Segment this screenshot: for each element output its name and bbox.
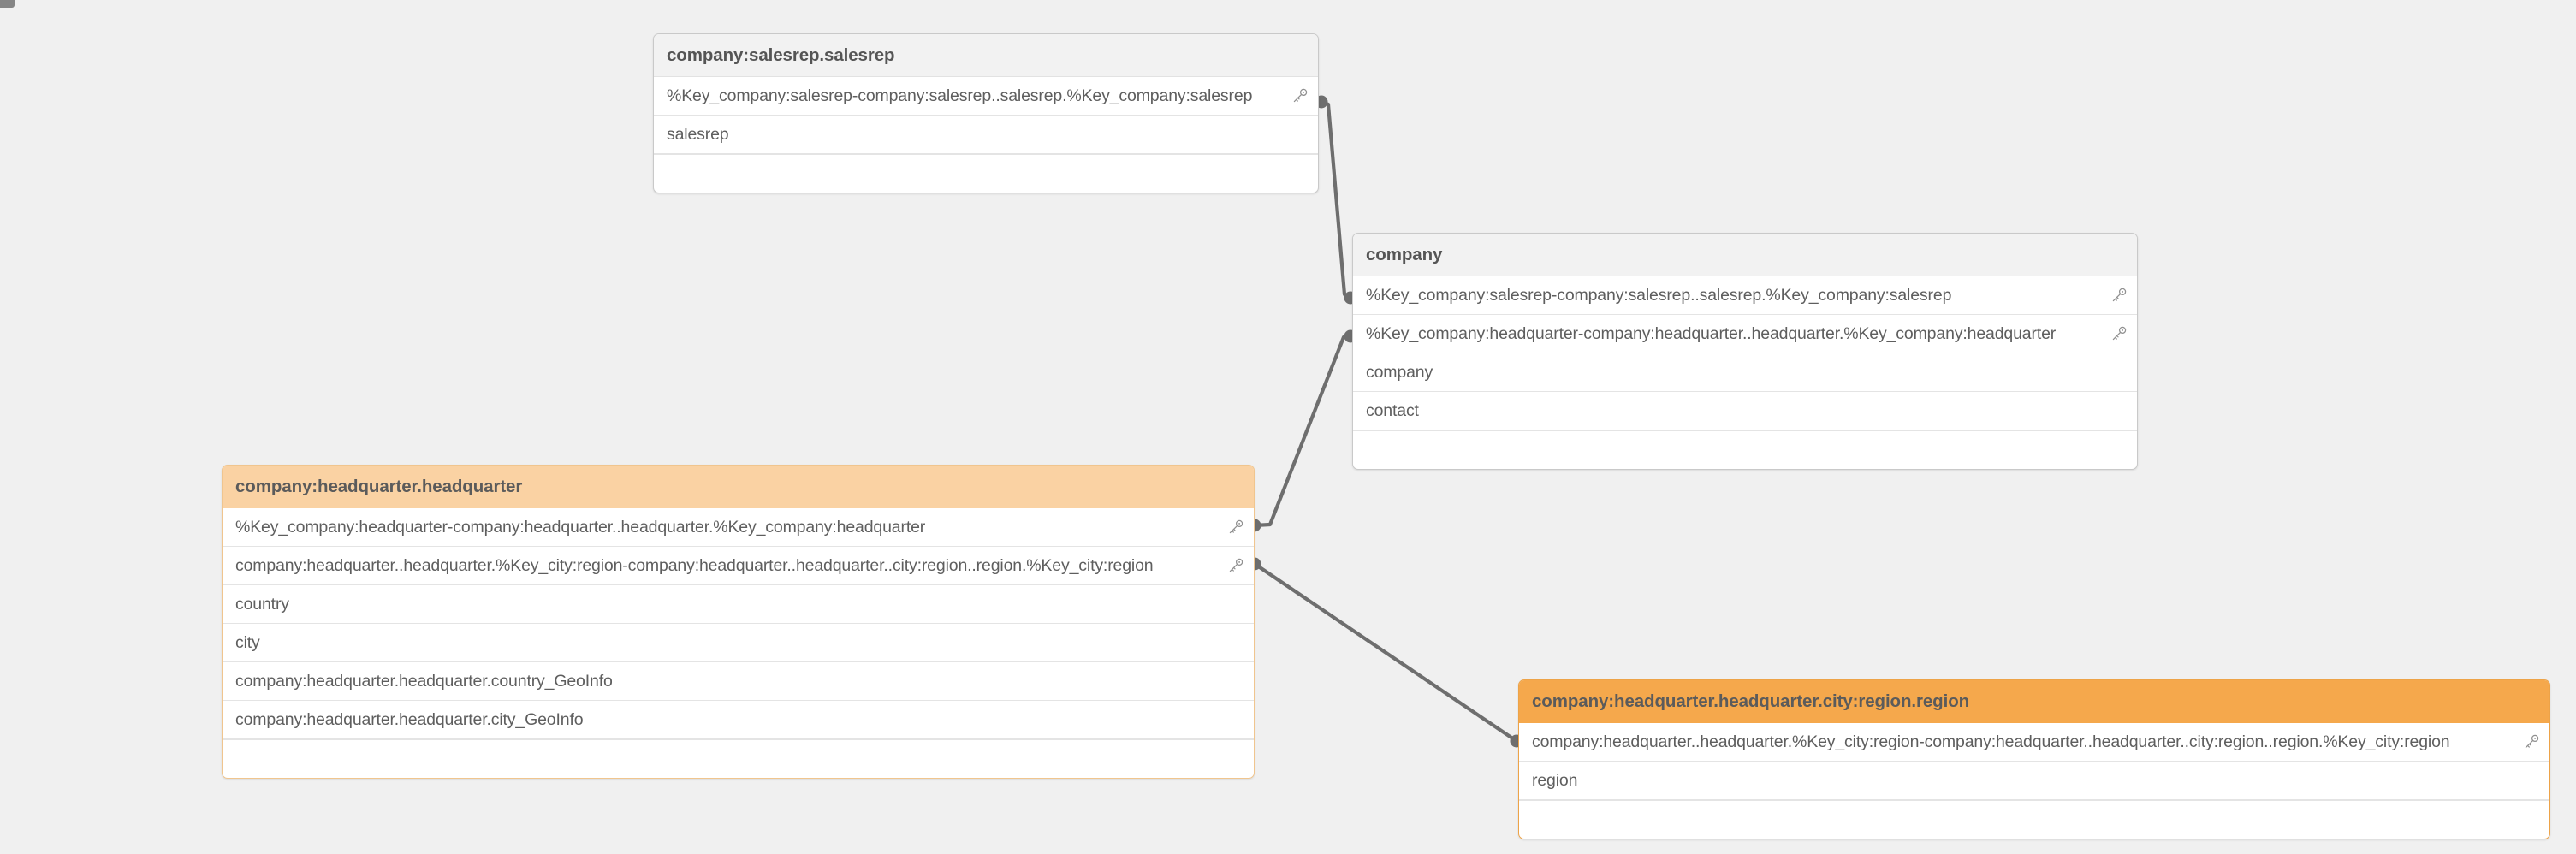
field-row[interactable]: company:headquarter..headquarter.%Key_ci… bbox=[1519, 723, 2549, 762]
connector-headquarter-to-region bbox=[1248, 557, 1523, 748]
field-label: %Key_company:salesrep-company:salesrep..… bbox=[1366, 285, 1952, 305]
field-label: region bbox=[1532, 770, 1578, 790]
field-label: company:headquarter..headquarter.%Key_ci… bbox=[1532, 732, 2450, 751]
row-divider bbox=[1353, 430, 2137, 431]
table-card-headquarter[interactable]: company:headquarter.headquarter %Key_comp… bbox=[222, 465, 1255, 779]
field-label: city bbox=[235, 632, 260, 652]
field-label: country bbox=[235, 594, 289, 614]
field-label: contact bbox=[1366, 400, 1419, 420]
field-label: %Key_company:salesrep-company:salesrep..… bbox=[667, 86, 1253, 105]
field-row[interactable]: contact bbox=[1353, 392, 2137, 430]
field-label: %Key_company:headquarter-company:headqua… bbox=[235, 517, 926, 537]
field-label: company bbox=[1366, 362, 1433, 382]
key-icon bbox=[2110, 325, 2128, 342]
key-icon bbox=[2523, 733, 2540, 750]
table-card-region[interactable]: company:headquarter.headquarter.city:reg… bbox=[1518, 679, 2550, 839]
field-row[interactable]: %Key_company:salesrep-company:salesrep..… bbox=[1353, 276, 2137, 315]
field-row[interactable]: salesrep bbox=[654, 116, 1318, 154]
key-icon bbox=[1227, 519, 1244, 536]
row-divider bbox=[223, 739, 1254, 740]
table-card-salesrep[interactable]: company:salesrep.salesrep %Key_company:sa… bbox=[653, 33, 1319, 193]
field-label: salesrep bbox=[667, 124, 729, 144]
field-row[interactable]: company:headquarter.headquarter.country_… bbox=[223, 662, 1254, 701]
row-divider bbox=[654, 154, 1318, 155]
key-icon bbox=[2110, 287, 2128, 304]
field-label: company:headquarter..headquarter.%Key_ci… bbox=[235, 555, 1154, 575]
field-label: %Key_company:headquarter-company:headqua… bbox=[1366, 323, 2057, 343]
field-row[interactable]: %Key_company:headquarter-company:headqua… bbox=[1353, 315, 2137, 353]
table-empty-row bbox=[654, 155, 1318, 193]
table-card-company[interactable]: company %Key_company:salesrep-company:sal… bbox=[1352, 233, 2138, 470]
table-title-company[interactable]: company bbox=[1353, 234, 2137, 276]
table-title-region[interactable]: company:headquarter.headquarter.city:reg… bbox=[1519, 680, 2549, 723]
table-empty-row bbox=[1519, 801, 2549, 839]
field-row[interactable]: company bbox=[1353, 353, 2137, 392]
field-row[interactable]: %Key_company:headquarter-company:headqua… bbox=[223, 508, 1254, 547]
table-title-headquarter[interactable]: company:headquarter.headquarter bbox=[223, 466, 1254, 508]
field-row[interactable]: company:headquarter.headquarter.city_Geo… bbox=[223, 701, 1254, 739]
key-icon bbox=[1291, 87, 1309, 104]
field-label: company:headquarter.headquarter.country_… bbox=[235, 671, 613, 691]
key-icon bbox=[1227, 557, 1244, 574]
table-title-salesrep[interactable]: company:salesrep.salesrep bbox=[654, 34, 1318, 77]
row-divider bbox=[1519, 800, 2549, 801]
connector-headquarter-to-company bbox=[1248, 329, 1357, 532]
field-row[interactable]: region bbox=[1519, 762, 2549, 800]
table-empty-row bbox=[223, 740, 1254, 778]
field-row[interactable]: city bbox=[223, 624, 1254, 662]
connector-salesrep-to-company bbox=[1315, 95, 1357, 305]
field-row[interactable]: country bbox=[223, 585, 1254, 624]
field-row[interactable]: company:headquarter..headquarter.%Key_ci… bbox=[223, 547, 1254, 585]
field-row[interactable]: %Key_company:salesrep-company:salesrep..… bbox=[654, 77, 1318, 116]
canvas-corner-marker bbox=[0, 0, 15, 8]
field-label: company:headquarter.headquarter.city_Geo… bbox=[235, 709, 584, 729]
table-empty-row bbox=[1353, 431, 2137, 469]
